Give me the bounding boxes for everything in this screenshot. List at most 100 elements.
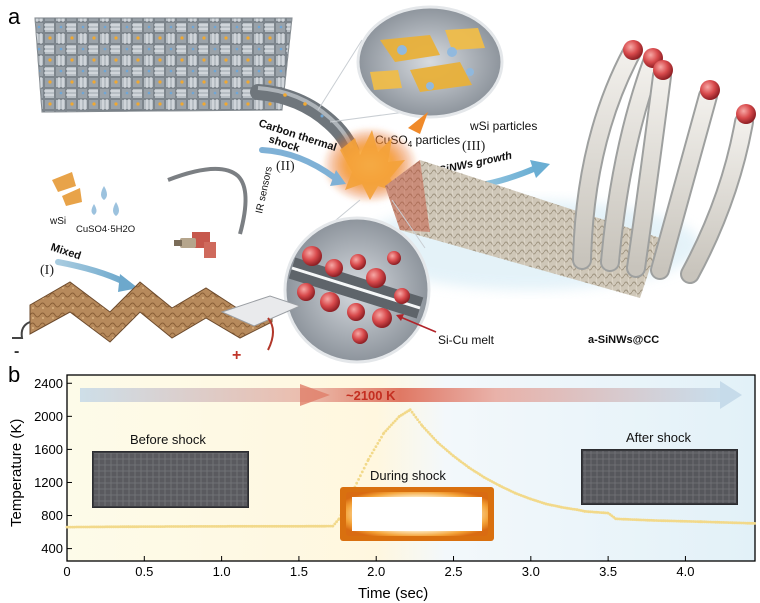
data-point [753,522,757,525]
plot-frame [66,374,756,562]
y-tick-label: 2400 [34,376,63,391]
data-point [438,443,442,446]
y-axis-ticks: 400 800 1200 1600 2000 2400 [34,376,72,556]
x-tick-label: 4.0 [676,564,694,579]
data-point [393,419,397,423]
data-point [337,517,341,521]
data-point [362,466,366,470]
panel-b-label: b [8,362,20,387]
si-cu-melt-zoom-lens [283,199,431,364]
data-point [376,442,380,445]
data-point [416,418,419,421]
y-tick-label: 800 [41,508,63,523]
data-point [367,457,370,461]
before-shock-photo [92,451,249,508]
data-point [432,436,436,440]
data-point [357,478,360,481]
data-point [444,447,447,451]
during-shock-photo [340,487,494,541]
data-point [408,408,412,412]
y-tick-label: 2000 [34,409,63,424]
mixed-arrow [55,259,127,285]
after-shock-photo [581,449,738,505]
y-tick-label: 1200 [34,475,63,490]
peak-temperature-label: ~2100 K [346,388,396,403]
y-tick-label: 1600 [34,442,63,457]
carbon-cloth-illustration [34,17,293,113]
panel-a-label: a [8,4,21,29]
data-point [331,524,335,528]
before-shock-label: Before shock [130,432,206,447]
data-point [384,429,388,433]
x-tick-label: 3.0 [522,564,540,579]
data-point [423,426,426,430]
data-point [447,450,451,454]
step-II-label: (II) [276,159,295,174]
x-tick-label: 3.5 [599,564,617,579]
data-point [380,435,383,439]
product-label: a-SiNWs@CC [588,334,659,346]
x-tick-label: 1.5 [290,564,308,579]
mixed-arrow-head [118,274,138,292]
data-point [430,434,434,438]
wsi-flakes-icon [52,172,82,206]
data-point [428,432,432,436]
data-point [368,454,372,458]
data-point [418,420,421,424]
data-point [374,445,378,448]
si-cu-melt-pointer [397,315,437,333]
x-tick-label: 2.0 [367,564,385,579]
data-point [412,413,416,417]
temperature-scatter-series [65,408,757,529]
x-axis-ticks: 0 0.5 1.0 1.5 2.0 2.5 3.0 3.5 4.0 [63,556,694,579]
temperature-banner-arrow [80,381,742,409]
data-point [360,470,364,474]
data-point [364,462,368,466]
after-shock-label: After shock [626,430,692,445]
particles-zoom-lens [317,5,504,123]
nanowire-tips-illustration [572,40,756,284]
data-point [421,424,424,428]
data-point [386,427,390,431]
y-tick-label: 400 [41,541,63,556]
data-point [445,449,449,453]
data-point [436,441,440,445]
data-point [359,474,362,478]
data-point [333,522,337,526]
plus-sign: + [232,347,241,364]
data-point [424,428,428,432]
data-point [335,520,338,524]
data-point [378,438,381,442]
data-point [382,431,386,435]
data-point [372,448,376,452]
ir-sensors-label: IR sensors [254,166,275,215]
si-cu-melt-label: Si-Cu melt [438,333,495,347]
data-point [395,417,399,421]
x-tick-label: 1.0 [213,564,231,579]
minus-sign: - [14,343,19,360]
x-tick-label: 2.5 [444,564,462,579]
droplets-icon [91,186,119,216]
during-shock-label: During shock [370,468,446,483]
x-tick-label: 0 [63,564,70,579]
y-axis-label: Temperature (K) [8,419,25,527]
data-point [414,415,418,419]
step-III-label: (III) [462,139,486,154]
data-point [434,438,437,442]
wsi-particles-label: wSi particles [469,119,537,133]
x-axis-label: Time (sec) [358,585,428,602]
x-tick-label: 0.5 [135,564,153,579]
data-point [355,481,359,485]
mixed-carbon-mat-illustration [12,281,302,351]
data-point [442,446,445,449]
wsi-label: wSi [49,216,66,227]
si-cu-melt-pointer-head [396,314,404,321]
ir-sensor-illustration [167,166,248,258]
shock-arrow-head [330,170,346,186]
data-point [370,451,374,455]
data-point [426,430,430,434]
mixed-label: Mixed [49,241,82,262]
growth-arrow-head [530,160,550,178]
data-point [390,423,393,427]
